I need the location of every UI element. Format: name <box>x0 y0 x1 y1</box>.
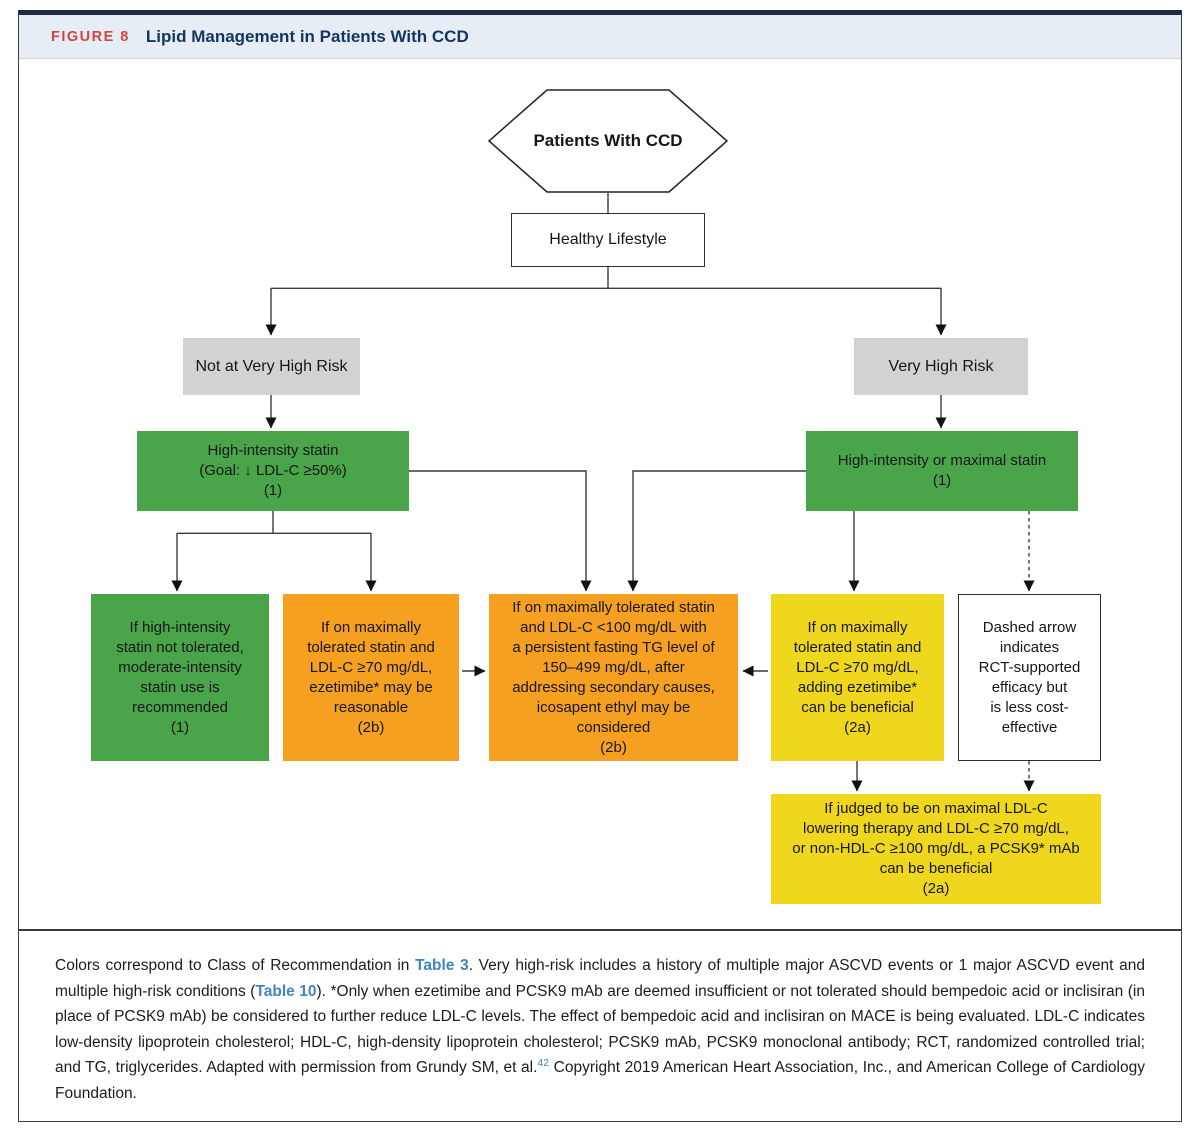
node-dashed-arrow-note: Dashed arrow indicates RCT-supported eff… <box>958 594 1101 761</box>
node-ezetimibe-reasonable: If on maximally tolerated statin and LDL… <box>283 594 459 761</box>
flowchart: Patients With CCD Healthy Lifestyle Not … <box>19 59 1181 931</box>
node-label: Not at Very High Risk <box>195 357 348 375</box>
node-label: If high-intensity statin not tolerated, … <box>116 618 244 736</box>
node-moderate-intensity-statin: If high-intensity statin not tolerated, … <box>91 594 269 761</box>
table-3-link[interactable]: Table 3 <box>415 957 469 974</box>
figure-header: FIGURE 8 Lipid Management in Patients Wi… <box>19 15 1181 59</box>
node-patients-with-ccd: Patients With CCD <box>488 89 728 193</box>
node-not-very-high-risk: Not at Very High Risk <box>183 338 360 395</box>
caption-text: . Very high-risk includes a history of m… <box>55 957 1145 1000</box>
node-pcsk9-mab-beneficial: If judged to be on maximal LDL-C lowerin… <box>771 794 1101 904</box>
node-label: If on maximally tolerated statin and LDL… <box>512 598 715 756</box>
caption-text: ). *Only when ezetimibe and PCSK9 mAb ar… <box>55 982 1145 1077</box>
node-label: Patients With CCD <box>533 131 683 150</box>
node-label: High-intensity or maximal statin (1) <box>837 452 1047 489</box>
caption-text: Colors correspond to Class of Recommenda… <box>55 957 416 974</box>
node-label: Dashed arrow indicates RCT-supported eff… <box>978 618 1081 736</box>
node-label: Healthy Lifestyle <box>549 231 667 248</box>
reference-42-link[interactable]: 42 <box>537 1056 550 1069</box>
hexagon-shape <box>488 89 728 193</box>
node-label: High-intensity statin (Goal: ↓ LDL-C ≥50… <box>199 442 347 499</box>
node-icosapent-ethyl: If on maximally tolerated statin and LDL… <box>489 594 738 761</box>
node-very-high-risk: Very High Risk <box>854 338 1028 395</box>
node-healthy-lifestyle: Healthy Lifestyle <box>511 213 705 267</box>
figure-panel: FIGURE 8 Lipid Management in Patients Wi… <box>18 10 1182 1122</box>
node-label: If on maximally tolerated statin and LDL… <box>307 618 435 736</box>
figure-title: Lipid Management in Patients With CCD <box>145 26 469 46</box>
flow-connectors <box>171 193 1035 792</box>
caption-text: Copyright 2019 American Heart Associatio… <box>55 1059 1145 1102</box>
figure-number-label: FIGURE 8 <box>51 28 130 45</box>
figure-caption: Colors correspond to Class of Recommenda… <box>19 931 1181 1106</box>
node-label: Very High Risk <box>888 357 994 375</box>
node-label: If on maximally tolerated statin and LDL… <box>793 618 922 736</box>
node-adding-ezetimibe-beneficial: If on maximally tolerated statin and LDL… <box>771 594 944 761</box>
node-label: If judged to be on maximal LDL-C lowerin… <box>792 800 1080 897</box>
node-high-intensity-statin: High-intensity statin (Goal: ↓ LDL-C ≥50… <box>137 431 409 511</box>
table-10-link[interactable]: Table 10 <box>255 982 317 1000</box>
node-high-intensity-or-maximal-statin: High-intensity or maximal statin (1) <box>806 431 1078 511</box>
